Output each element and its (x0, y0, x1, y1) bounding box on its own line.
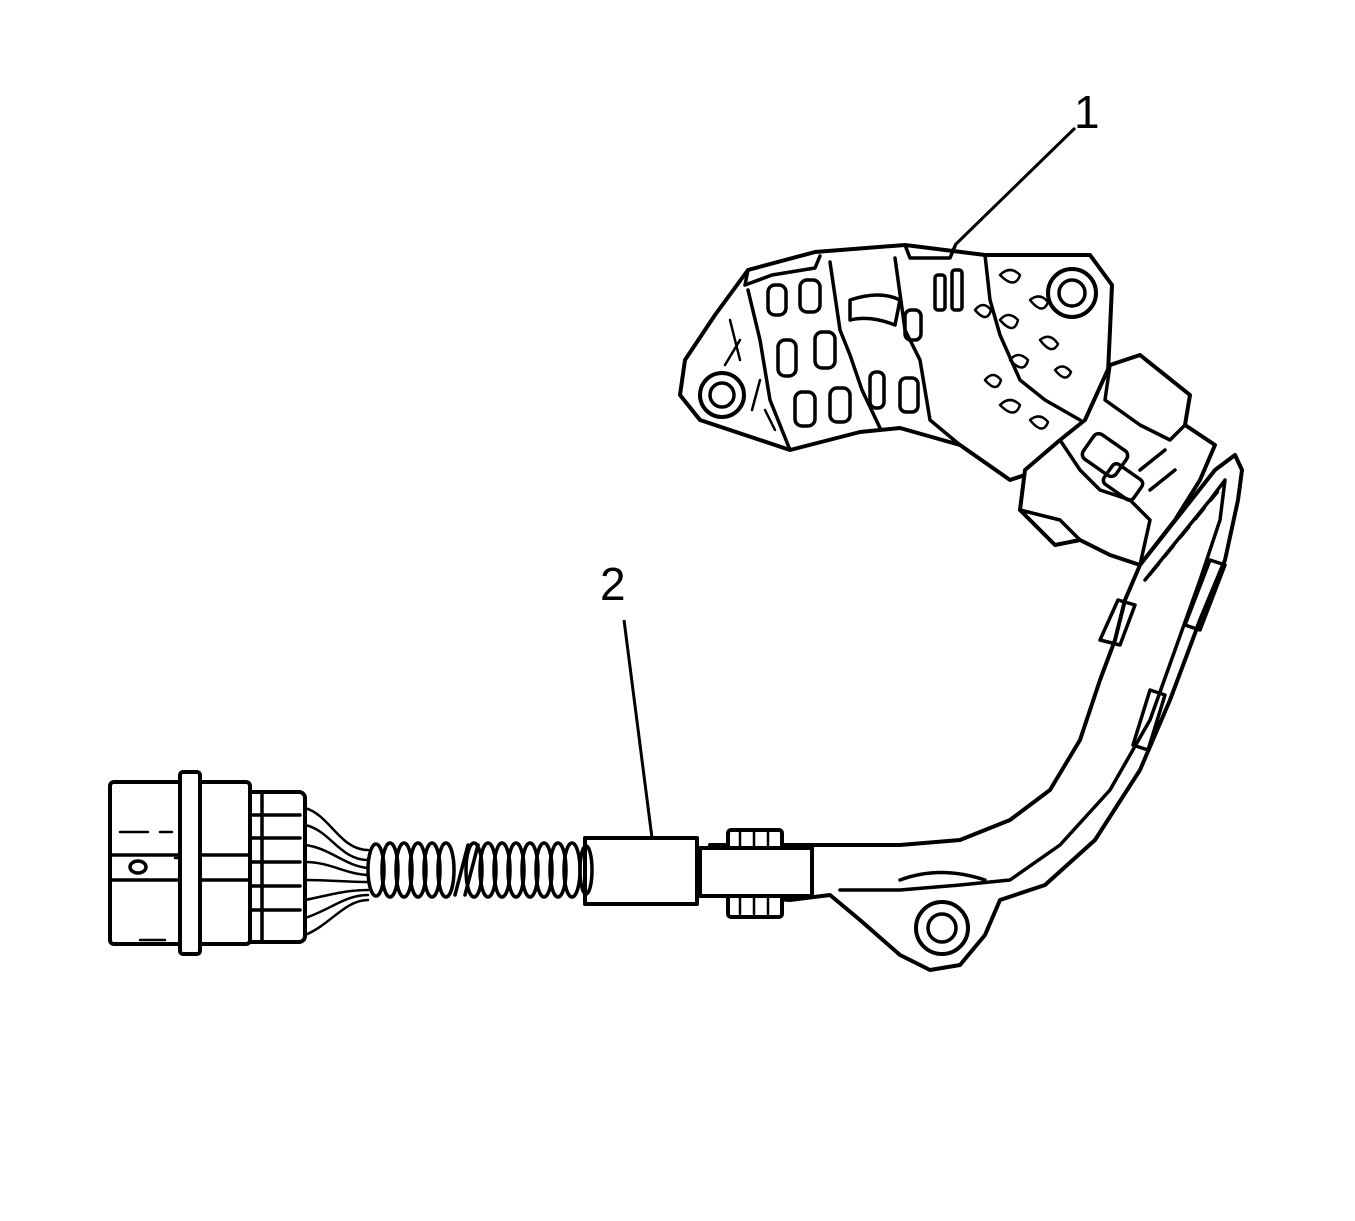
callout-leaders (622, 126, 1077, 839)
callout-label-2: 2 (600, 558, 626, 610)
harness-bracket (708, 453, 1244, 972)
loose-wires (303, 806, 370, 937)
harness-sleeve (583, 836, 699, 906)
leader-line-2 (622, 619, 654, 839)
harness-connector (108, 770, 307, 956)
leader-line-1 (953, 126, 1077, 247)
corrugated-conduit (366, 841, 594, 899)
sensor-housing (678, 243, 1217, 567)
callout-label-1: 1 (1074, 86, 1100, 138)
cable-clamp (698, 828, 814, 919)
